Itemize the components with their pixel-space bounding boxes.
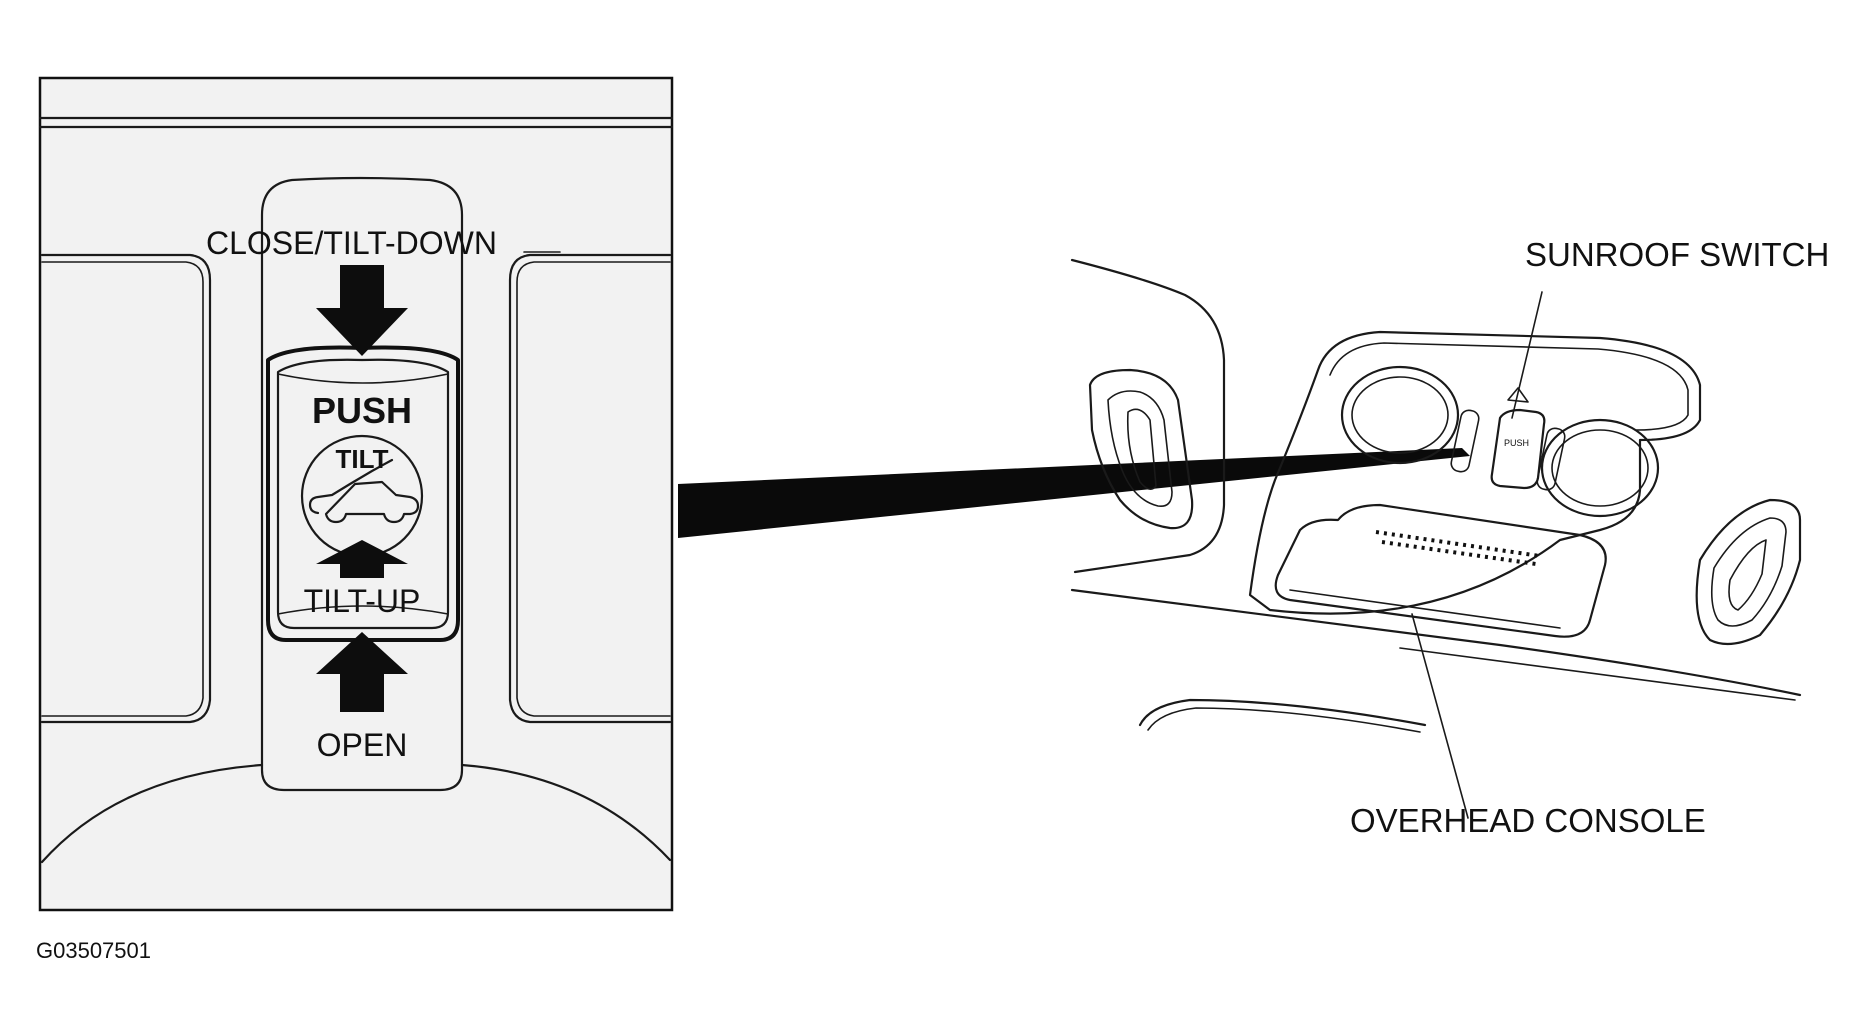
label-push: PUSH [312,390,412,431]
label-close-tilt-down: CLOSE/TILT-DOWN [206,225,497,261]
right-recess [508,253,672,724]
sunroof-switch-mini-arrow [1507,387,1529,403]
headliner-arc [40,763,264,864]
sun-visor-outline [1138,698,1427,727]
detail-pointer-wedge [678,448,1470,538]
right-map-light-lens-inner [1551,429,1649,507]
headliner-edge-lower [1399,647,1796,701]
switch-bottom-curve [277,605,449,615]
console-vent-dots [1375,530,1541,558]
close-tilt-down-arrow [316,265,408,356]
right-grab-handle-inner [1710,517,1787,627]
figure-code: G03507501 [36,938,151,963]
switch-top-curve [277,373,449,384]
switch-bezel [266,345,460,642]
right-recess-inner [516,261,671,717]
overhead-console-label: OVERHEAD CONSOLE [1350,802,1706,839]
label-open: OPEN [317,727,408,763]
label-tilt: TILT [336,444,389,474]
left-recess-inner [41,261,204,717]
left-grab-handle-slot [1126,408,1157,490]
console-housing-inner [1329,342,1689,431]
sunroof-switch-in-console [1490,408,1546,490]
right-map-light-lens [1540,418,1660,518]
console-vent-dots [1381,540,1537,566]
console-storage-compartment [1274,503,1607,638]
a-pillar-outline [1070,258,1226,574]
left-recess [40,253,212,724]
left-grab-handle-inner [1107,390,1173,508]
switch-detail-panel: CLOSE/TILT-DOWN PUSH TILT TILT-UP OPEN [38,76,674,912]
overhead-console-leader [1411,613,1469,819]
left-map-light-lens [1340,365,1460,465]
left-map-light-button [1450,409,1480,473]
sunroof-switch-label: SUNROOF SWITCH [1525,236,1829,273]
sunroof-switch-mini-text: PUSH [1504,438,1529,448]
switch-bezel-inner [276,358,450,630]
detail-frame [38,76,674,912]
right-map-light-button [1536,427,1566,491]
console-storage-lip [1289,589,1561,629]
label-tilt-up: TILT-UP [304,583,421,619]
overhead-console-view: PUSH SUNROOF SWITCH OVERHEAD CONSOLE [1070,236,1829,839]
open-arrow [316,632,408,712]
sun-visor-outline-inner [1147,707,1421,733]
left-grab-handle [1088,368,1194,530]
console-housing [1248,330,1702,615]
tilt-up-arrow [316,540,408,578]
sunroof-switch-leader [1511,291,1543,419]
console-body [260,176,464,792]
left-map-light-lens-inner [1351,376,1449,454]
right-grab-handle-slot [1728,539,1767,611]
headliner-edge [1070,588,1802,697]
car-tilt-icon [308,458,420,524]
right-grab-handle [1695,498,1802,646]
headliner-arc [460,763,672,862]
